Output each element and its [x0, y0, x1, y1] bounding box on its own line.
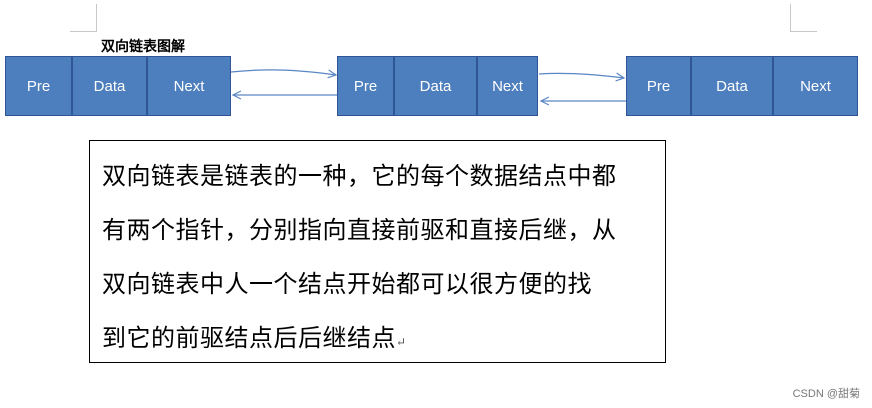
margin-corner-top-right	[790, 4, 791, 31]
node-2-data-cell: Data	[395, 57, 478, 115]
node-1-data-cell: Data	[73, 57, 148, 115]
description-line-3: 双向链表中人一个结点开始都可以很方便的找	[102, 270, 592, 298]
margin-corner-top-right-h	[790, 31, 817, 32]
arrow-node1-next-to-node2	[230, 69, 336, 75]
watermark: CSDN @甜菊	[792, 388, 860, 400]
arrow-node2-next-to-node3	[538, 73, 624, 78]
node-1-pre-cell: Pre	[6, 57, 73, 115]
node-1-next-cell: Next	[148, 57, 230, 115]
node-3-next-cell: Next	[774, 57, 857, 115]
node-3-pre-cell: Pre	[627, 57, 692, 115]
node-3-data-cell: Data	[692, 57, 774, 115]
description-line-4-text: 到它的前驱结点后后继结点	[102, 324, 396, 352]
list-node-2: Pre Data Next	[337, 56, 538, 116]
description-line-1: 双向链表是链表的一种，它的每个数据结点中都	[102, 162, 617, 190]
paragraph-mark-icon: ↵	[396, 335, 407, 349]
node-2-next-cell: Next	[478, 57, 537, 115]
node-2-pre-cell: Pre	[338, 57, 395, 115]
pointer-arrows	[230, 69, 626, 140]
list-node-1: Pre Data Next	[5, 56, 231, 116]
diagram-title: 双向链表图解	[101, 39, 185, 55]
description-box: 双向链表是链表的一种，它的每个数据结点中都 有两个指针，分别指向直接前驱和直接后…	[89, 140, 666, 363]
margin-corner-top-left	[96, 4, 97, 31]
description-line-2: 有两个指针，分别指向直接前驱和直接后继，从	[102, 216, 617, 244]
list-node-3: Pre Data Next	[626, 56, 858, 116]
description-line-4: 到它的前驱结点后后继结点↵	[102, 311, 655, 369]
margin-corner-top-left-h	[70, 31, 97, 32]
